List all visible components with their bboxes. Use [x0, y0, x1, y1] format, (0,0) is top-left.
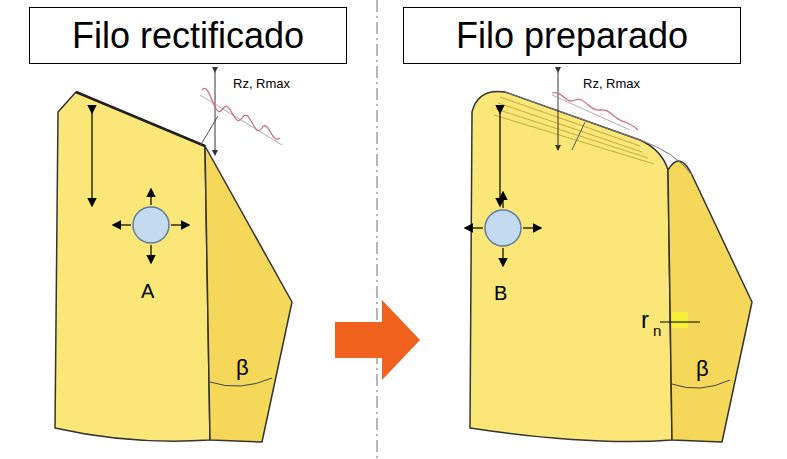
- wedge-angle: β: [696, 356, 709, 382]
- transition-arrow: [335, 300, 420, 380]
- radius-subscript: n: [653, 322, 661, 339]
- radius-symbol: r: [641, 306, 649, 334]
- prepared-edge-tool: [466, 72, 752, 442]
- point-label: A: [141, 280, 154, 303]
- title-box: Filo rectificado: [29, 7, 347, 64]
- roughness-label: Rz, Rmax: [233, 76, 290, 91]
- title-text: Filo preparado: [456, 15, 688, 57]
- roughness-label: Rz, Rmax: [583, 76, 640, 91]
- wedge-angle: β: [236, 355, 249, 381]
- point-label: B: [494, 282, 507, 305]
- title-text: Filo rectificado: [72, 15, 304, 57]
- center-line: [376, 0, 377, 459]
- ground-edge-tool: [55, 72, 292, 442]
- title-box: Filo preparado: [403, 7, 741, 64]
